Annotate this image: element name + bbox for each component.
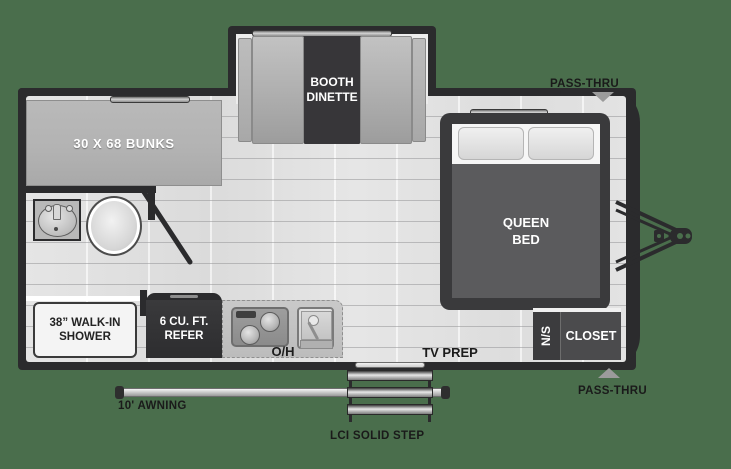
dinette-bench-edge-right bbox=[412, 38, 426, 142]
dinette-label-line1: BOOTH bbox=[310, 75, 354, 89]
overhead-cabinet-label: O/H bbox=[271, 344, 295, 359]
tv-prep-label: TV PREP bbox=[422, 345, 478, 360]
dinette-label-line2: DINETTE bbox=[306, 90, 358, 104]
awning-end-cap-right-icon bbox=[441, 386, 450, 399]
toilet-icon bbox=[86, 196, 142, 256]
dinette-bench-edge-left bbox=[238, 38, 252, 142]
solid-step-label: LCI SOLID STEP bbox=[330, 430, 425, 442]
pillow-left-icon bbox=[458, 127, 524, 160]
pillow-right-icon bbox=[528, 127, 594, 160]
pass-thru-front-label: PASS-THRU bbox=[550, 78, 619, 90]
closet[interactable]: CLOSET bbox=[561, 312, 621, 360]
shower-label-line2: SHOWER bbox=[59, 331, 111, 343]
refer-divider-wall bbox=[140, 290, 147, 316]
sink-drain-icon bbox=[54, 227, 58, 231]
faucet-knob-right-icon bbox=[66, 205, 73, 212]
dinette-bench-left bbox=[252, 36, 304, 144]
shower-top-wall bbox=[26, 296, 143, 301]
refer-handle-icon bbox=[170, 295, 198, 298]
entry-steps bbox=[347, 370, 433, 422]
bed-label-line1: QUEEN bbox=[502, 215, 550, 230]
refer-label-line1: 6 CU. FT. bbox=[159, 316, 209, 328]
a-frame-hitch-icon bbox=[615, 200, 692, 272]
dinette-table: BOOTH DINETTE bbox=[304, 36, 360, 144]
pass-thru-rear-label: PASS-THRU bbox=[578, 385, 647, 397]
bunks-area[interactable]: 30 X 68 BUNKS bbox=[26, 100, 222, 186]
awning-label: 10' AWNING bbox=[118, 400, 187, 412]
booth-dinette-area[interactable]: BOOTH DINETTE bbox=[236, 34, 428, 146]
nightstand[interactable]: N/S bbox=[533, 312, 561, 360]
bathroom-wall-horizontal bbox=[26, 186, 156, 193]
step-tread bbox=[347, 370, 433, 381]
bunks-label: 30 X 68 BUNKS bbox=[73, 135, 175, 151]
kitchen-faucet-base-icon bbox=[308, 315, 319, 326]
dinette-bench-right bbox=[360, 36, 412, 144]
faucet-knob-left-icon bbox=[45, 205, 52, 212]
stove-control-panel-icon bbox=[236, 311, 256, 318]
closet-top-trim bbox=[533, 308, 621, 312]
awning-end-cap-left-icon bbox=[115, 386, 124, 399]
walk-in-shower[interactable]: 38” WALK-IN SHOWER bbox=[33, 302, 137, 358]
step-tread bbox=[347, 404, 433, 415]
nightstand-label: N/S bbox=[539, 325, 554, 347]
bed-mattress: QUEEN BED bbox=[452, 164, 600, 298]
closet-label: CLOSET bbox=[565, 329, 617, 343]
kitchen-sink-apron-icon bbox=[300, 340, 333, 349]
stove-burner-icon bbox=[260, 312, 280, 332]
faucet-icon bbox=[53, 204, 61, 220]
bunk-window-icon bbox=[110, 96, 190, 103]
bathroom-wall-vertical bbox=[148, 186, 155, 220]
refrigerator[interactable]: 6 CU. FT. REFER bbox=[146, 300, 222, 358]
bed-label-line2: BED bbox=[512, 232, 540, 247]
arrow-icon bbox=[598, 368, 620, 378]
entry-door-sill bbox=[355, 362, 425, 368]
step-tread bbox=[347, 387, 433, 398]
shower-label-line1: 38” WALK-IN bbox=[49, 317, 121, 329]
stove-burner-icon bbox=[240, 325, 260, 345]
arrow-icon bbox=[592, 92, 614, 102]
refer-label-line2: REFER bbox=[164, 330, 204, 342]
